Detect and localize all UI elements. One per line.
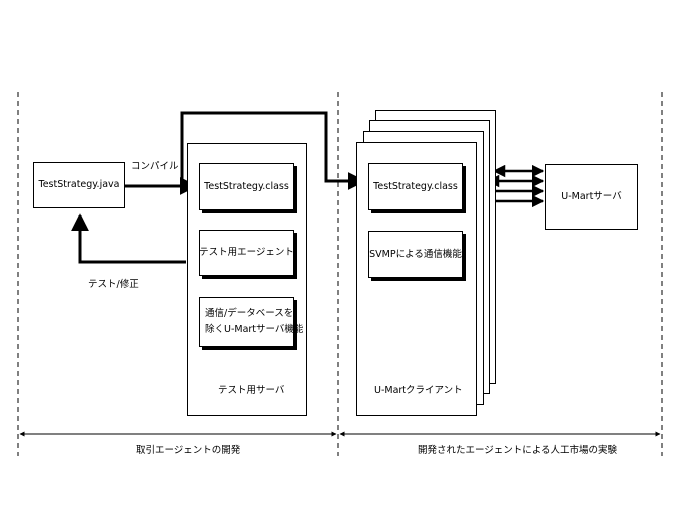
- phase-left-label: 取引エージェントの開発: [136, 445, 241, 456]
- server-function-line1: 通信/データベースを: [205, 308, 294, 319]
- server-function-line2: 除くU-Martサーバ機能: [205, 324, 304, 335]
- deploy-arrow: [180, 111, 366, 190]
- test-agent-label: テスト用エージェント: [199, 247, 294, 258]
- umart-server-box: U-Martサーバ: [545, 164, 638, 230]
- server-function-box: 通信/データベースを 除くU-Martサーバ機能: [199, 297, 304, 347]
- client-class-box: TestStrategy.class: [368, 163, 463, 210]
- umart-server-label: U-Martサーバ: [561, 191, 622, 202]
- client-class-label: TestStrategy.class: [373, 180, 458, 192]
- test-fix-label: テスト/修正: [88, 279, 139, 290]
- source-file-box: TestStrategy.java: [33, 162, 125, 208]
- test-server-title: テスト用サーバ: [218, 385, 285, 396]
- test-server-class-label: TestStrategy.class: [204, 180, 289, 192]
- compile-label: コンパイル: [131, 161, 179, 172]
- test-server-class-box: TestStrategy.class: [199, 163, 294, 210]
- svmp-label: SVMPによる通信機能: [369, 248, 462, 260]
- phase-right-label: 開発されたエージェントによる人工市場の実験: [418, 445, 618, 456]
- test-agent-box: テスト用エージェント: [199, 230, 294, 276]
- test-fix-arrow: [71, 213, 186, 264]
- svmp-box: SVMPによる通信機能: [368, 231, 463, 278]
- source-file-label: TestStrategy.java: [38, 179, 120, 190]
- client-title: U-Martクライアント: [374, 385, 463, 396]
